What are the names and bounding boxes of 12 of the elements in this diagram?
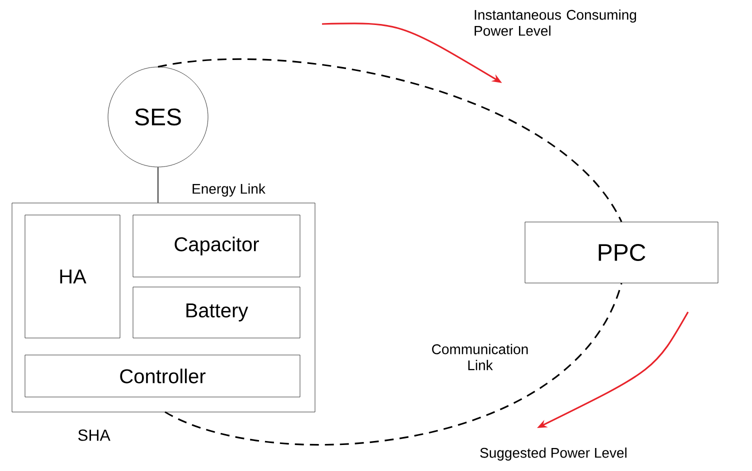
component-box: HA	[24, 214, 120, 338]
component-box: Capacitor	[132, 214, 300, 278]
edge-label: Energy Link	[192, 184, 266, 197]
dashed-arc	[158, 58, 622, 222]
component-box: Battery	[132, 286, 300, 338]
annotation-text: Suggested Power Level	[480, 448, 626, 461]
component-box: Controller	[24, 354, 300, 398]
annotation-text: Instantaneous Consuming Power Level	[474, 10, 636, 36]
dashed-arc	[164, 282, 622, 446]
edge-label: Communication Link	[432, 344, 528, 370]
component-box: PPC	[524, 222, 718, 284]
node-label: SHA	[78, 430, 110, 441]
